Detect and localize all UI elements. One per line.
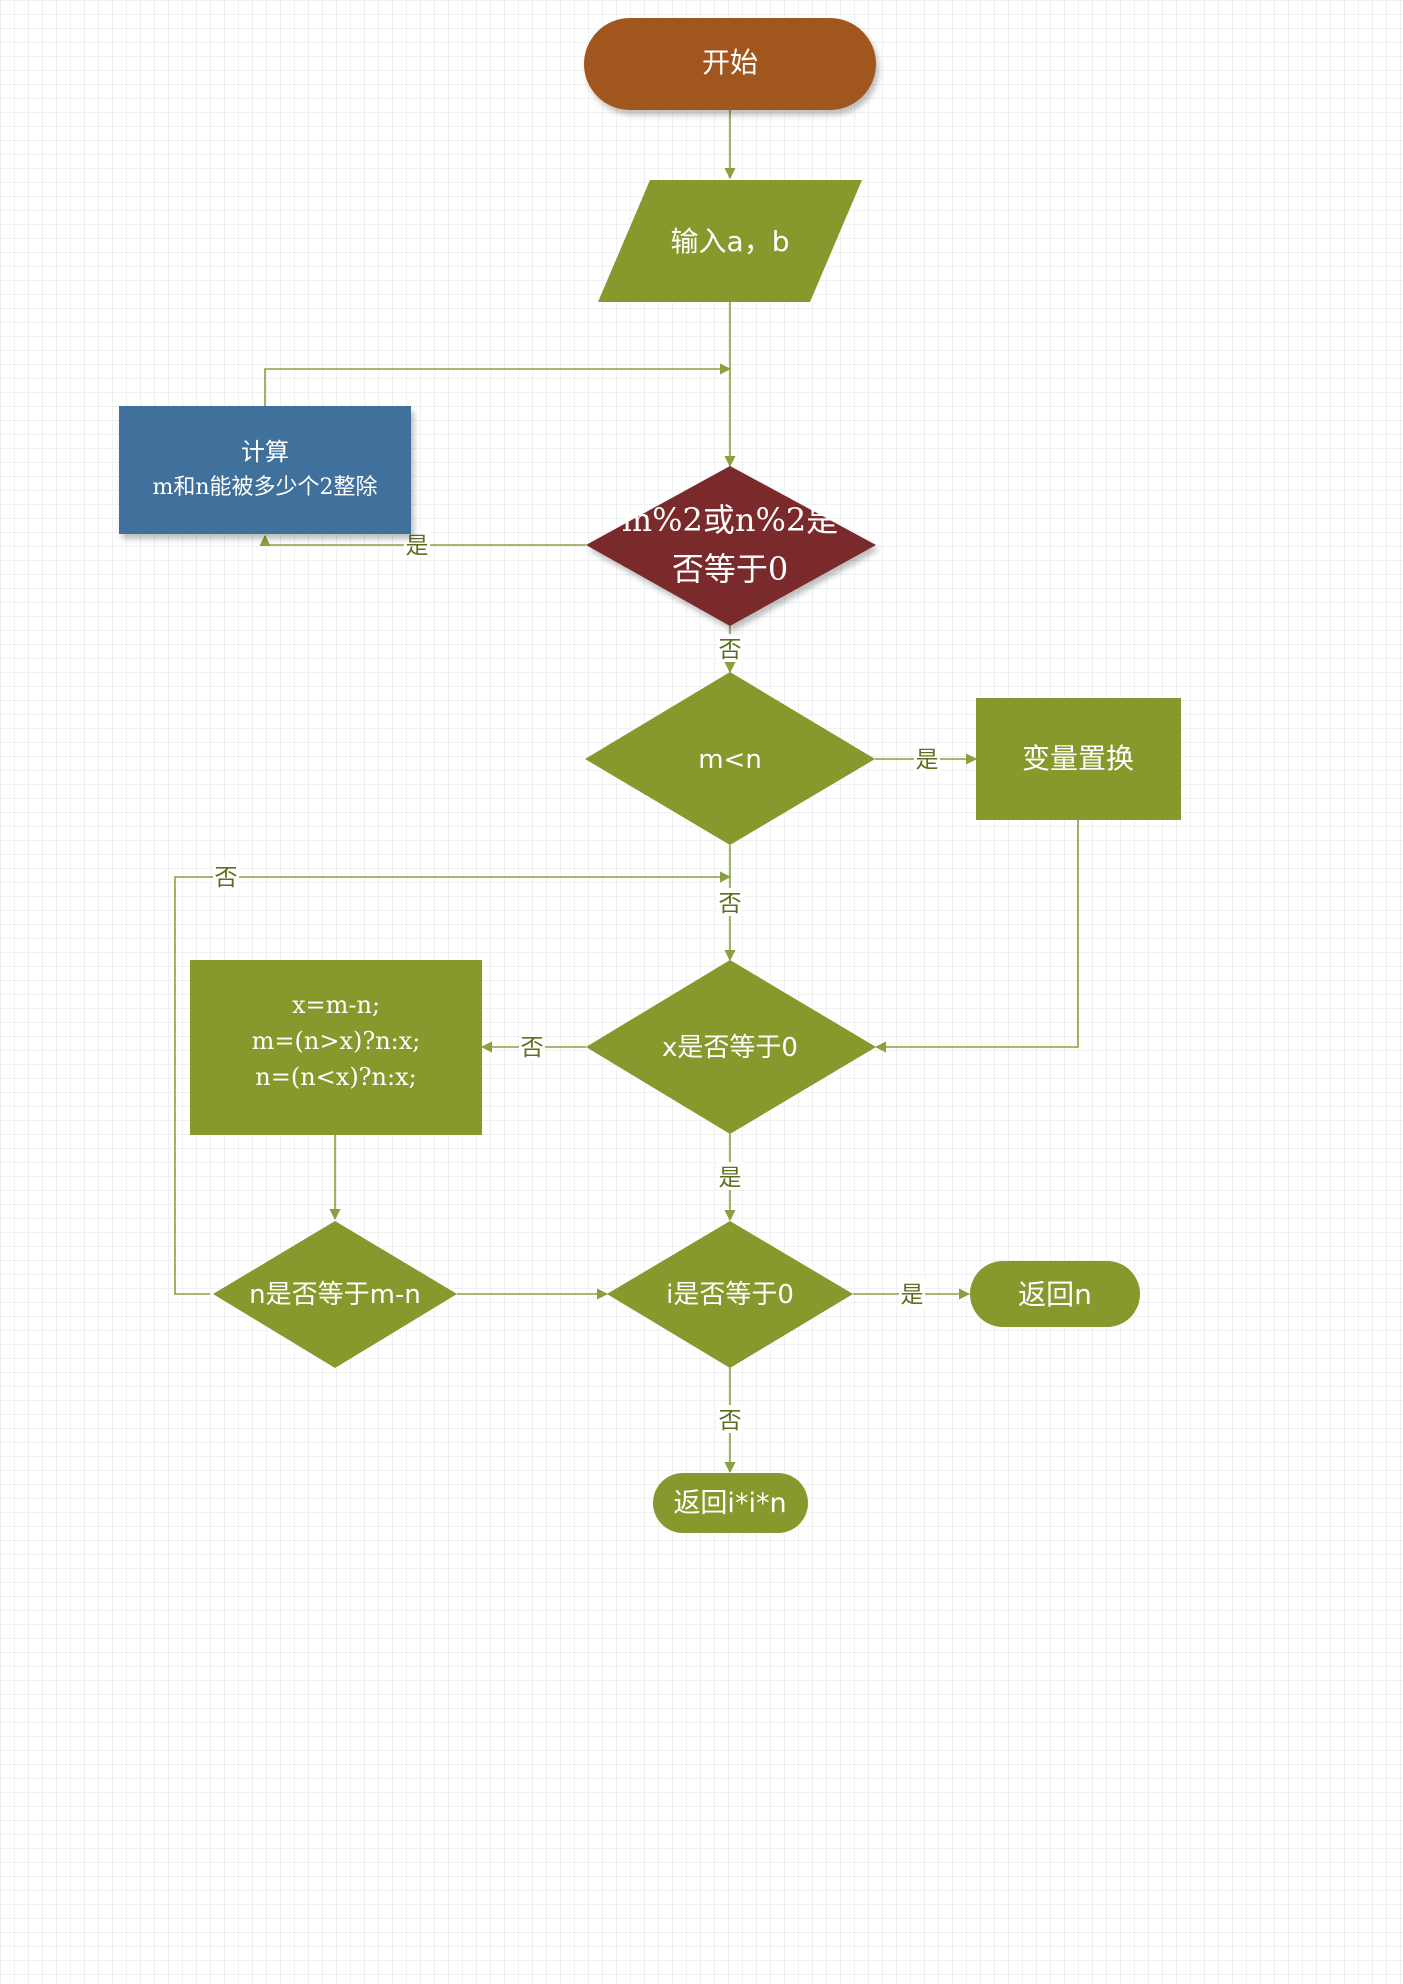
node-cond-mod-text-1: m%2或n%2是 [622,501,839,539]
node-assign-text-1: x=m-n; [292,991,380,1019]
node-return-iin-text: 返回i*i*n [673,1488,786,1519]
node-compute-text-1: 计算 [241,438,289,466]
edge-swap-to-cond-x0 [874,820,1079,1053]
node-input[interactable]: 输入a，b [598,180,862,302]
node-compute[interactable]: 计算 m和n能被多少个2整除 [119,406,411,534]
label-x0-yes: 是 [719,1165,742,1191]
node-start-text: 开始 [702,46,758,79]
label-mn-yes: 是 [916,747,939,773]
label-loop-no: 否 [215,865,238,891]
label-i0-no: 否 [719,1408,742,1434]
node-cond-nmn-text: n是否等于m-n [249,1280,421,1310]
label-x0-no: 否 [521,1035,544,1061]
node-assign-text-3: n=(n<x)?n:x; [255,1063,416,1091]
node-input-text: 输入a，b [671,225,790,258]
node-swap-text: 变量置换 [1022,742,1134,775]
edge-cond-mod-yes [259,534,586,547]
edge-compute-to-merge [264,363,732,406]
label-i0-yes: 是 [901,1282,924,1308]
node-cond-x0-text: x是否等于0 [662,1033,798,1063]
edge-labels: 是 否 是 否 否 否 是 是 否 [213,530,940,1434]
label-mod-no: 否 [719,637,742,663]
node-return-n-text: 返回n [1018,1278,1092,1311]
node-assign-text-2: m=(n>x)?n:x; [252,1027,421,1055]
node-cond-mn-text: m<n [698,745,762,775]
node-cond-x0[interactable]: x是否等于0 [586,960,876,1134]
node-cond-i0[interactable]: i是否等于0 [607,1221,853,1368]
label-mod-yes: 是 [406,533,429,559]
label-mn-no: 否 [719,891,742,917]
edge-loop-back [174,871,732,1295]
node-return-iin[interactable]: 返回i*i*n [653,1473,808,1533]
node-cond-i0-text: i是否等于0 [666,1280,794,1310]
node-start[interactable]: 开始 [584,18,876,110]
node-cond-mn[interactable]: m<n [585,672,875,845]
node-swap[interactable]: 变量置换 [976,698,1181,820]
node-cond-nmn[interactable]: n是否等于m-n [213,1221,457,1368]
node-compute-text-2: m和n能被多少个2整除 [152,475,377,500]
node-assign[interactable]: x=m-n; m=(n>x)?n:x; n=(n<x)?n:x; [190,960,482,1135]
node-return-n[interactable]: 返回n [970,1261,1140,1327]
node-cond-mod[interactable]: m%2或n%2是 否等于0 [586,466,876,626]
node-cond-mod-text-2: 否等于0 [672,550,788,588]
